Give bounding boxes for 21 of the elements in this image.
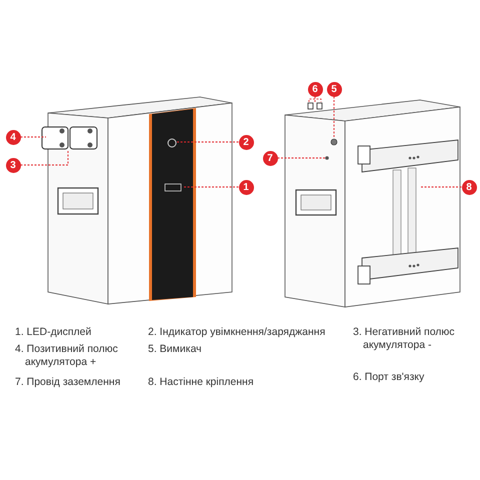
callout-number: 8 — [462, 180, 476, 194]
legend-text: 1. LED-дисплей — [15, 326, 92, 339]
callout-number: 4 — [6, 130, 20, 144]
leader-line — [420, 186, 462, 188]
legend-text: 7. Провід заземлення — [15, 376, 122, 389]
leader-line — [314, 96, 316, 102]
callout-number: 5 — [326, 82, 342, 96]
callout-number: 6 — [308, 82, 322, 96]
legend-text: 5. Вимикач — [148, 343, 203, 356]
callout-number: 1 — [238, 180, 254, 194]
leader-line — [182, 186, 239, 188]
callout-number: 2 — [238, 134, 254, 150]
callout-number: 7 — [262, 150, 278, 166]
leader-line — [20, 150, 68, 166]
legend-text: 2. Індикатор увімкнення/заряджання — [148, 326, 326, 339]
callout-number: 3 — [6, 158, 20, 172]
legend-text: 6. Порт зв'язку — [353, 371, 426, 384]
legend-text: 3. Негативний полюс акумулятора - — [353, 326, 456, 352]
leader-line — [20, 136, 46, 138]
legend-text: 4. Позитивний полюс акумулятора + — [15, 343, 119, 369]
legend-text: 8. Настінне кріплення — [148, 376, 255, 389]
